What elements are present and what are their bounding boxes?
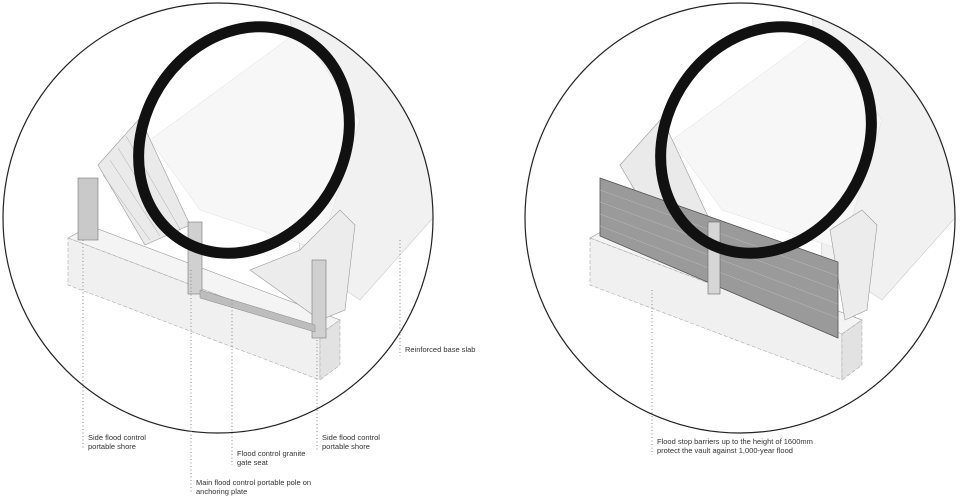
label-line: portable shore: [88, 442, 136, 451]
left-illustration: [2, 2, 434, 492]
left-frame-circle: [2, 2, 434, 434]
leader-lines: [82, 240, 401, 492]
label-line: Side flood control: [88, 433, 146, 442]
main-pole: [187, 221, 203, 295]
label-side-shore-left: Side flood control portable shore: [88, 433, 146, 451]
label-line: Reinforced base slab: [405, 345, 476, 354]
right-illustration: [524, 2, 956, 455]
vault-ring: [133, 21, 355, 259]
label-line: Flood stop barriers up to the height of …: [657, 437, 813, 446]
label-line: Main flood control portable pole on: [196, 478, 312, 487]
vault-ring: [655, 21, 877, 259]
gate-seat: [199, 289, 316, 333]
label-base-slab: Reinforced base slab: [405, 345, 475, 354]
side-shore-left: [77, 177, 99, 241]
label-side-shore-right: Side flood control portable shore: [322, 433, 380, 451]
label-line: Side flood control: [322, 433, 380, 442]
label-line: gate seat: [237, 458, 268, 467]
label-line: Flood control granite: [237, 449, 306, 458]
label-line: anchoring plate: [196, 487, 248, 496]
side-shore-right: [311, 259, 327, 339]
right-frame-circle: [524, 2, 956, 434]
label-flood-barriers: Flood stop barriers up to the height of …: [657, 437, 813, 455]
label-line: portable shore: [322, 442, 370, 451]
label-main-pole: Main flood control portable pole on anch…: [196, 478, 311, 496]
label-line: protect the vault against 1,000-year flo…: [657, 446, 793, 455]
label-gate-seat: Flood control granite gate seat: [237, 449, 305, 467]
